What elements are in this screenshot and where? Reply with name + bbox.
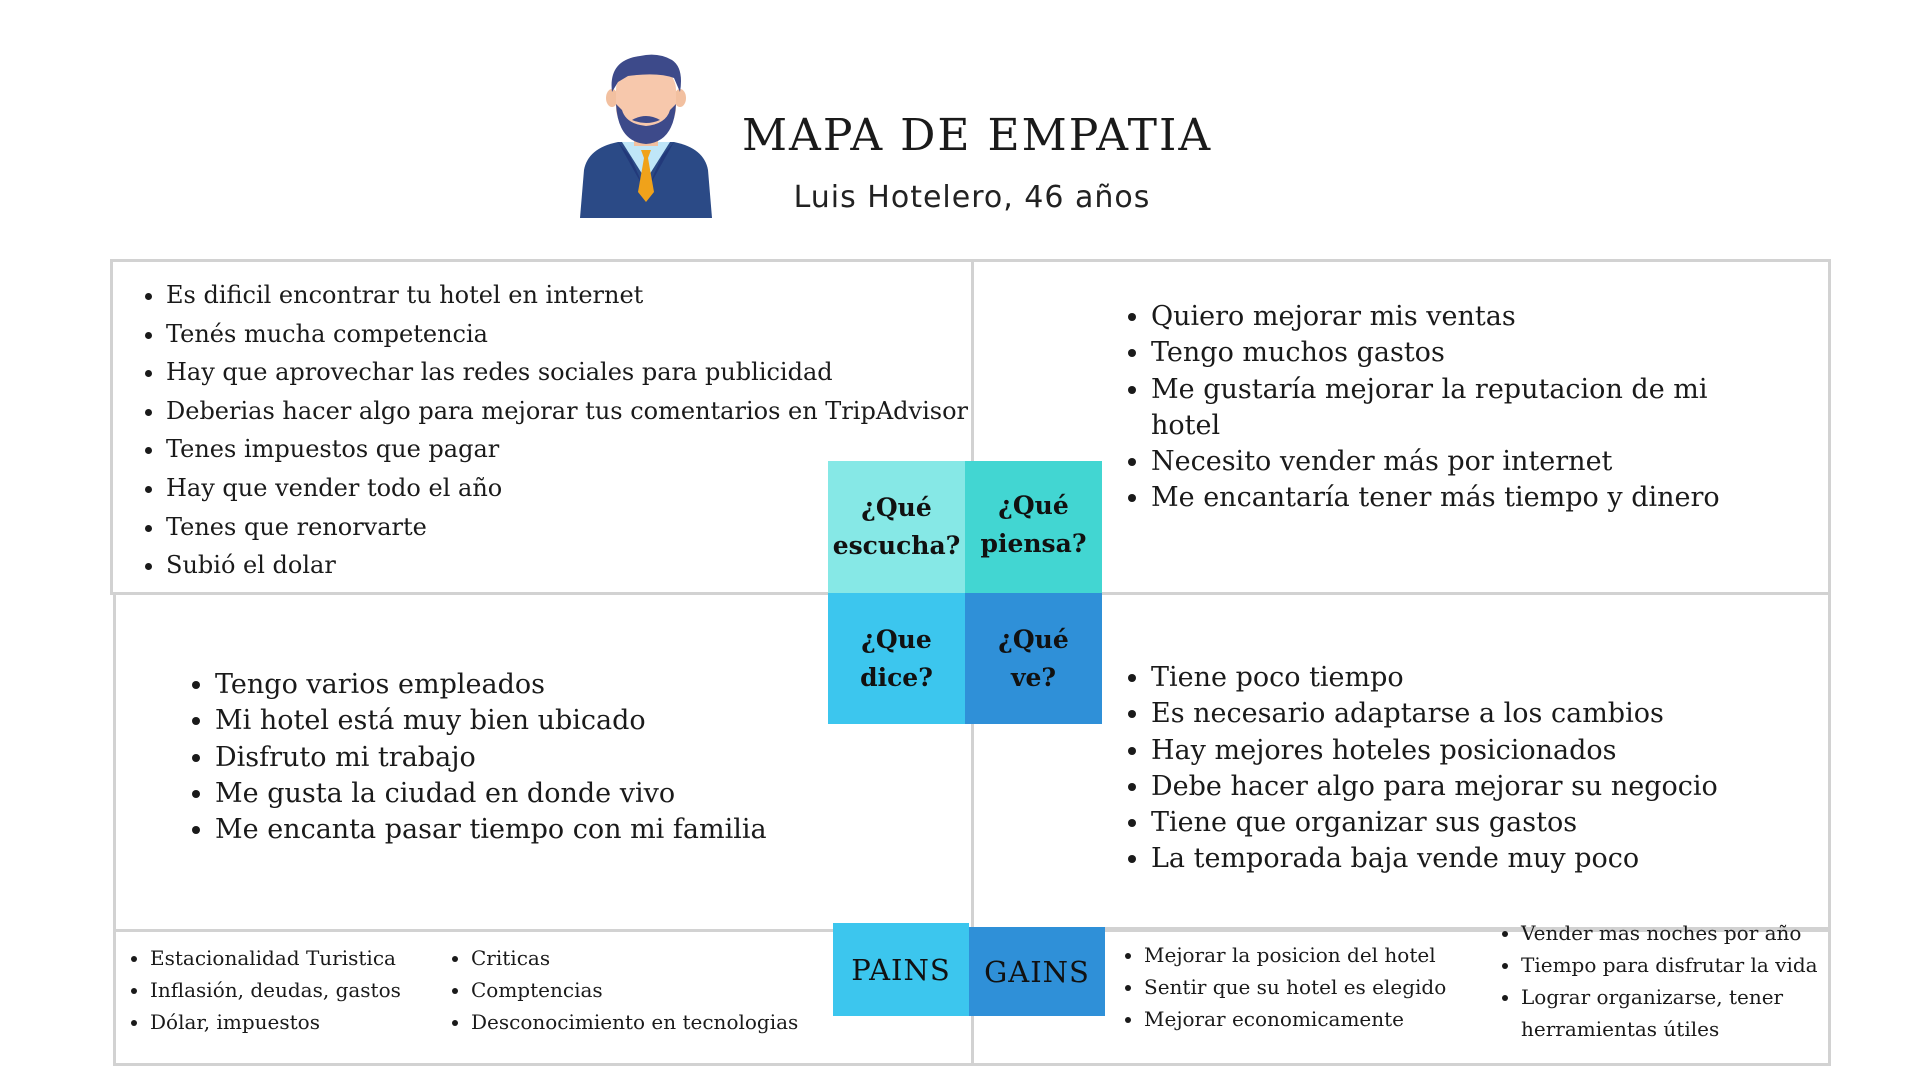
list-item: Me encantaría tener más tiempo y dinero	[1151, 480, 1751, 516]
list-item: Hay que aprovechar las redes sociales pa…	[166, 353, 986, 392]
gains-list-1: Mejorar la posicion del hotel Sentir que…	[1116, 939, 1454, 1035]
list-item: Debe hacer algo para mejorar su negocio	[1151, 769, 1841, 805]
list-item: Es dificil encontrar tu hotel en interne…	[166, 276, 986, 315]
list-item: Comptencias	[471, 974, 851, 1006]
gains-label: GAINS	[969, 927, 1105, 1016]
list-item: Deberias hacer algo para mejorar tus com…	[166, 392, 986, 431]
dice-list: Tengo varios empleados Mi hotel está muy…	[187, 667, 915, 848]
list-item: Necesito vender más por internet	[1151, 444, 1751, 480]
gains-list-2: Vender mas noches por año Tiempo para di…	[1493, 917, 1841, 1045]
list-item: Estacionalidad Turistica	[150, 942, 450, 974]
list-item: Tenés mucha competencia	[166, 315, 986, 354]
list-item: Mi hotel está muy bien ubicado	[215, 703, 915, 739]
list-item: Tiene que organizar sus gastos	[1151, 805, 1841, 841]
list-item: Tengo varios empleados	[215, 667, 915, 703]
list-item: Mejorar la posicion del hotel	[1144, 939, 1454, 971]
ve-list: Tiene poco tiempo Es necesario adaptarse…	[1123, 660, 1841, 878]
list-item: Sentir que su hotel es elegido	[1144, 971, 1454, 1003]
pains-list-1: Estacionalidad Turistica Inflasión, deud…	[122, 942, 450, 1038]
list-item: Vender mas noches por año	[1521, 917, 1841, 949]
list-item: Quiero mejorar mis ventas	[1151, 299, 1751, 335]
list-item: Tiempo para disfrutar la vida	[1521, 949, 1841, 981]
list-item: La temporada baja vende muy poco	[1151, 841, 1841, 877]
list-item: Me gustaría mejorar la reputacion de mi …	[1151, 372, 1751, 445]
list-item: Es necesario adaptarse a los cambios	[1151, 696, 1841, 732]
list-item: Desconocimiento en tecnologias	[471, 1006, 851, 1038]
list-item: Inflasión, deudas, gastos	[150, 974, 450, 1006]
list-item: Lograr organizarse, tener herramientas ú…	[1521, 981, 1841, 1045]
pains-list-2: Criticas Comptencias Desconocimiento en …	[443, 942, 851, 1038]
persona-subtitle: Luis Hotelero, 46 años	[742, 180, 1202, 215]
list-item: Me encanta pasar tiempo con mi familia	[215, 812, 915, 848]
list-item: Dólar, impuestos	[150, 1006, 450, 1038]
avatar	[578, 52, 714, 218]
piensa-list: Quiero mejorar mis ventas Tengo muchos g…	[1123, 299, 1751, 517]
list-item: Criticas	[471, 942, 851, 974]
list-item: Me gusta la ciudad en donde vivo	[215, 776, 915, 812]
page-title: MAPA DE EMPATIA	[742, 110, 1202, 161]
list-item: Tiene poco tiempo	[1151, 660, 1841, 696]
pains-label: PAINS	[833, 923, 969, 1016]
list-item: Tengo muchos gastos	[1151, 335, 1751, 371]
list-item: Hay mejores hoteles posicionados	[1151, 733, 1841, 769]
list-item: Mejorar economicamente	[1144, 1003, 1454, 1035]
businessman-avatar-icon	[578, 52, 714, 218]
list-item: Disfruto mi trabajo	[215, 740, 915, 776]
